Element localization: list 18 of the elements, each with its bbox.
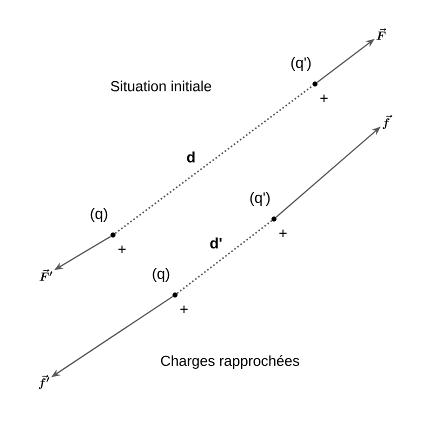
charge-label: (q') (250, 192, 270, 206)
dotted-line (176, 220, 272, 294)
force-label: $\vec{F}$ (376, 28, 386, 40)
charge-sign: + (279, 230, 287, 237)
charge-label: (q) (152, 268, 170, 282)
dotted-line (114, 84, 314, 234)
force-label: $\vec{F}'$ (40, 269, 52, 281)
distance-label: d (187, 151, 195, 162)
charge-sign: + (320, 94, 328, 102)
caption-text: Charges rapprochées (161, 355, 300, 369)
caption-text: Situation initiale (110, 80, 212, 92)
distance-label: d' (210, 238, 222, 248)
charge-sign: + (118, 246, 126, 253)
force-label: $\vec{f}'$ (38, 374, 50, 390)
charge-label: (q') (291, 57, 311, 71)
charge-sign: + (180, 306, 188, 313)
force-label: $\vec{f}$ (382, 114, 392, 130)
charge-label: (q) (90, 208, 108, 222)
